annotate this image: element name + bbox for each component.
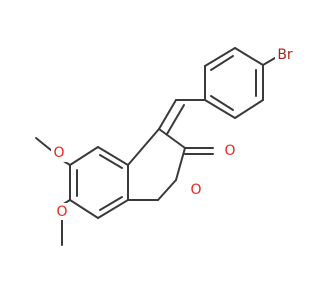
atom-label-methoxy-oxygen-bottom: O xyxy=(54,203,70,220)
bond xyxy=(127,128,160,166)
svg-text:O: O xyxy=(56,204,67,220)
bond xyxy=(99,196,123,211)
atom-label-ring-oxygen: O xyxy=(188,180,204,198)
bond xyxy=(262,57,276,66)
bond xyxy=(35,137,53,152)
svg-text:O: O xyxy=(224,143,235,159)
bromophenyl-ring xyxy=(204,47,264,119)
bond xyxy=(97,146,129,166)
svg-text:Br: Br xyxy=(277,47,293,63)
bond xyxy=(158,128,186,149)
bond xyxy=(210,55,234,71)
molecule-structure: Br O O O O xyxy=(35,46,295,246)
bond xyxy=(234,47,264,66)
bond xyxy=(99,154,123,169)
atom-label-carbonyl-oxygen: O xyxy=(222,143,238,160)
atom-label-methoxy-oxygen-top: O xyxy=(51,145,67,162)
bond xyxy=(210,95,234,111)
bond xyxy=(166,104,185,135)
bond xyxy=(234,99,264,119)
bond xyxy=(175,147,186,181)
lactone-ring xyxy=(127,128,186,201)
bond xyxy=(204,47,236,67)
atom-label-bromine: Br xyxy=(275,46,295,64)
molecule-canvas: Br O O O O xyxy=(35,46,295,246)
bond xyxy=(69,146,99,166)
benzo-ring xyxy=(69,146,129,219)
bond xyxy=(69,199,99,219)
svg-text:O: O xyxy=(53,145,64,161)
svg-text:O: O xyxy=(190,182,201,198)
bond xyxy=(158,99,177,130)
bond xyxy=(204,99,236,119)
bond xyxy=(97,199,129,219)
bond xyxy=(157,179,177,201)
